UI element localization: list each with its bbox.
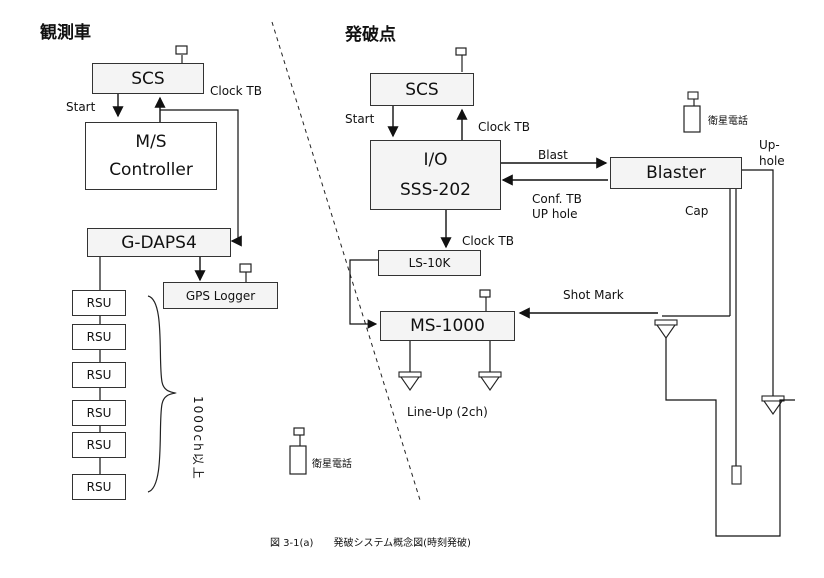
scs-box-left: SCS bbox=[92, 63, 204, 94]
uphole-geophone-icon bbox=[762, 400, 784, 415]
scs-box-right: SCS bbox=[370, 73, 474, 106]
scs-box-right-label: SCS bbox=[405, 79, 439, 100]
io-line1: I/O bbox=[423, 150, 448, 170]
rsu-label: RSU bbox=[86, 438, 112, 452]
satellite-phone-icon-left bbox=[289, 445, 307, 475]
satellite-phone-label-left: 衛星電話 bbox=[312, 459, 352, 470]
ms1000-label: MS-1000 bbox=[410, 316, 485, 336]
ms-controller-line1: M/S bbox=[135, 132, 167, 152]
rsu-box: RSU bbox=[72, 362, 126, 388]
rsu-box: RSU bbox=[72, 432, 126, 458]
gdaps-box-label: G-DAPS4 bbox=[121, 232, 197, 253]
shotmark-geophone-icon bbox=[655, 324, 677, 339]
blast-label: Blast bbox=[538, 148, 568, 162]
ms-controller-line2: Controller bbox=[109, 160, 193, 180]
cap-label: Cap bbox=[685, 204, 709, 218]
satellite-phone-label-right: 衛星電話 bbox=[708, 116, 748, 127]
up-hole-right-label-1: Up- bbox=[759, 138, 780, 152]
figure-caption: 図 3-1(a) 発破システム概念図(時刻発破) bbox=[270, 538, 471, 549]
satellite-phone-icon-right bbox=[683, 105, 701, 133]
geophone-icon-2 bbox=[479, 376, 501, 391]
ls10k-label: LS-10K bbox=[408, 256, 451, 270]
io-line2: SSS-202 bbox=[400, 180, 471, 200]
rsu-brace bbox=[147, 295, 177, 493]
rsu-count-label: 1000ch以上 bbox=[191, 396, 205, 481]
divider-line bbox=[271, 21, 421, 501]
rsu-box: RSU bbox=[72, 290, 126, 316]
heading-observation-vehicle: 観測車 bbox=[40, 23, 91, 43]
blaster-box: Blaster bbox=[610, 157, 742, 189]
charge-icon bbox=[731, 465, 742, 485]
heading-shot-point: 発破点 bbox=[345, 25, 396, 45]
rsu-box: RSU bbox=[72, 400, 126, 426]
clock-tb-label-right-top: Clock TB bbox=[478, 120, 530, 134]
shot-mark-label: Shot Mark bbox=[563, 288, 624, 302]
borehole-outline bbox=[665, 338, 795, 537]
geophone-icon-1 bbox=[399, 376, 421, 391]
rsu-label: RSU bbox=[86, 368, 112, 382]
line-up-label: Line-Up (2ch) bbox=[407, 405, 488, 419]
gdaps-box: G-DAPS4 bbox=[87, 228, 231, 257]
start-label-left: Start bbox=[66, 100, 96, 114]
blaster-label: Blaster bbox=[646, 163, 706, 183]
conf-tb-label: Conf. TB bbox=[532, 192, 582, 206]
rsu-label: RSU bbox=[86, 406, 112, 420]
ls10k-box: LS-10K bbox=[378, 250, 481, 276]
clock-tb-label-right-mid: Clock TB bbox=[462, 234, 514, 248]
up-hole-right-label-2: hole bbox=[759, 154, 785, 168]
ms-controller-box: M/S Controller bbox=[85, 122, 217, 190]
rsu-label: RSU bbox=[86, 480, 112, 494]
io-sss-box: I/O SSS-202 bbox=[370, 140, 501, 210]
rsu-label: RSU bbox=[86, 296, 112, 310]
start-label-right: Start bbox=[345, 112, 375, 126]
rsu-box: RSU bbox=[72, 474, 126, 500]
up-hole-label: UP hole bbox=[532, 207, 578, 221]
gps-logger-label: GPS Logger bbox=[185, 288, 256, 303]
clock-tb-label-left: Clock TB bbox=[210, 84, 262, 98]
rsu-box: RSU bbox=[72, 324, 126, 350]
gps-logger-box: GPS Logger bbox=[163, 282, 278, 309]
ms1000-box: MS-1000 bbox=[380, 311, 515, 341]
scs-box-left-label: SCS bbox=[131, 68, 165, 89]
rsu-label: RSU bbox=[86, 330, 112, 344]
